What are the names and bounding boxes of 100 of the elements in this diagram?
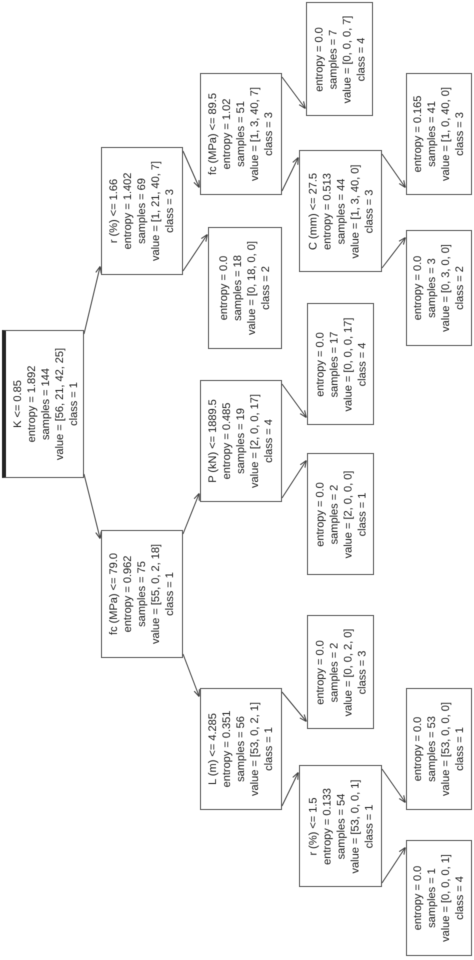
tree-node-box: [307, 615, 374, 729]
node-text: r (%) <= 1.66: [107, 178, 121, 244]
node-text: samples = 51: [234, 101, 248, 167]
node-text: class = 4: [262, 419, 276, 463]
node-text: samples = 18: [231, 255, 245, 321]
node-text: entropy = 0.0: [312, 482, 326, 546]
node-text: entropy = 0.133: [320, 788, 334, 864]
node-text: value = [56, 21, 42, 25]: [53, 348, 67, 460]
node-text: value = [1, 0, 40, 0]: [439, 87, 453, 181]
node-text: entropy = 0.0: [312, 640, 326, 704]
node-text: samples = 144: [39, 368, 53, 440]
node-text: P (kN) <= 1889.5: [206, 399, 220, 483]
node-text: value = [1, 21, 40, 7]: [149, 161, 163, 261]
arrow: [382, 236, 406, 268]
node-text: value = [53, 0, 0, 0]: [439, 702, 453, 796]
arrow: [382, 846, 406, 884]
node-text: class = 1: [362, 804, 376, 848]
arrow: [84, 474, 102, 540]
tree-node-box: [200, 73, 282, 195]
node-text: samples = 17: [326, 331, 340, 397]
node-text: value = [0, 18, 0, 0]: [245, 241, 259, 335]
node-text: entropy = 1.02: [220, 98, 234, 170]
node-text: entropy = 1.892: [25, 366, 39, 442]
tree-node-box: [406, 688, 472, 810]
node-text: value = [55, 0, 2, 18]: [149, 544, 163, 644]
tree-node-box: [101, 530, 183, 658]
tree-node-box: [307, 303, 374, 425]
node-text: fc (MPa) <= 79.0: [107, 553, 121, 635]
node-text: entropy = 0.0: [217, 256, 231, 320]
arrow: [282, 460, 307, 498]
node-text: value = [53, 0, 2, 1]: [248, 702, 262, 796]
node-text: entropy = 0.0: [312, 332, 326, 396]
node-text: value = [0, 3, 0, 0]: [439, 244, 453, 332]
node-text: fc (MPa) <= 89.5: [206, 93, 220, 175]
node-text: value = [1, 3, 40, 7]: [248, 87, 262, 181]
node-text: entropy = 0.0: [411, 716, 425, 782]
node-text: value = [0, 0, 0, 17]: [340, 317, 354, 411]
node-text: value = [2, 0, 0, 17]: [248, 394, 262, 488]
arrow: [282, 692, 307, 722]
node-text: class = 1: [163, 572, 177, 616]
node-text: L (m) <= 4.285: [206, 713, 220, 785]
node-text: value = [1, 3, 40, 0]: [348, 164, 362, 258]
arrow: [84, 266, 102, 334]
node-text: class = 2: [259, 266, 273, 310]
node-text: samples = 19: [234, 408, 248, 474]
tree-node-box: [406, 230, 472, 346]
tree-node-box: [306, 2, 373, 116]
tree-node-box: [2, 330, 84, 478]
tree-node-box: [200, 380, 282, 502]
node-text: K <= 0.85: [11, 380, 25, 428]
tree-node-box: [406, 73, 472, 195]
node-text: class = 3: [262, 112, 276, 156]
node-text: samples = 1: [425, 868, 439, 928]
arrow: [382, 154, 406, 188]
arrow: [282, 76, 306, 110]
node-text: class = 1: [262, 727, 276, 771]
tree-node-box: [406, 840, 472, 956]
node-text: class = 3: [453, 112, 467, 156]
node-text: value = [0, 0, 0, 7]: [340, 15, 354, 103]
node-text: class = 1: [453, 727, 467, 771]
node-text: samples = 75: [135, 561, 149, 627]
node-text: samples = 7: [326, 29, 340, 89]
node-text: entropy = 0.0: [312, 26, 326, 92]
arrow: [282, 772, 299, 806]
node-text: samples = 3: [425, 258, 439, 318]
node-text: value = [0, 0, 2, 0]: [340, 628, 354, 716]
node-text: value = [53, 0, 0, 1]: [348, 779, 362, 873]
node-text: C (mm) <= 27.5: [306, 172, 320, 250]
arrow: [182, 234, 208, 272]
node-text: samples = 69: [135, 178, 149, 244]
node-text: class = 2: [453, 266, 467, 310]
node-text: class = 1: [67, 382, 81, 426]
node-text: value = [0, 0, 0, 1]: [439, 854, 453, 942]
arrow: [182, 492, 200, 534]
node-text: entropy = 0.513: [320, 172, 334, 250]
node-text: entropy = 0.962: [121, 556, 135, 632]
node-text: samples = 54: [334, 793, 348, 859]
node-text: entropy = 0.0: [411, 256, 425, 320]
arrow: [282, 156, 299, 192]
node-text: class = 4: [354, 37, 368, 81]
node-text: class = 4: [453, 876, 467, 920]
node-text: entropy = 0.485: [220, 402, 234, 480]
node-text: entropy = 0.351: [220, 710, 234, 788]
node-text: class = 3: [354, 650, 368, 694]
node-text: samples = 2: [326, 484, 340, 544]
node-text: samples = 56: [234, 716, 248, 782]
tree-node-box: [299, 765, 382, 887]
node-text: samples = 53: [425, 716, 439, 782]
node-text: entropy = 0.0: [411, 866, 425, 930]
node-text: class = 1: [354, 492, 368, 536]
arrow: [182, 654, 200, 698]
node-text: class = 3: [163, 189, 177, 233]
node-text: samples = 41: [425, 101, 439, 167]
tree-node-box: [101, 147, 183, 275]
node-text: class = 4: [354, 342, 368, 386]
node-text: entropy = 1.402: [121, 172, 135, 250]
arrow: [182, 150, 200, 188]
node-text: samples = 44: [334, 178, 348, 244]
arrow: [382, 768, 406, 804]
tree-node-box: [200, 688, 282, 810]
